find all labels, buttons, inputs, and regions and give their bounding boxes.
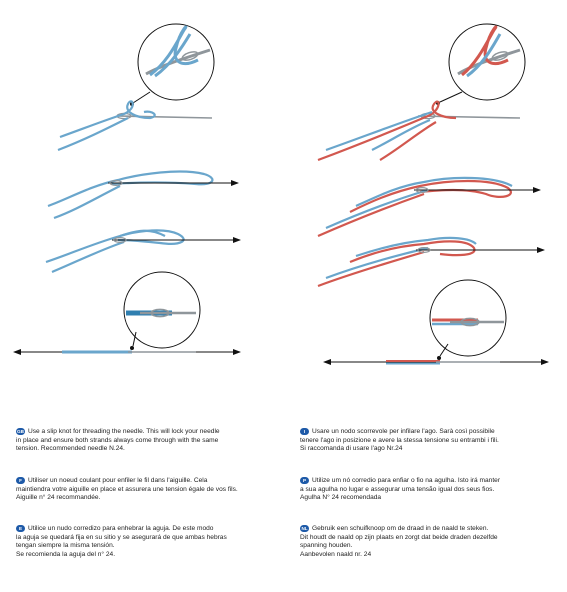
instruction-line: maintiendra votre aiguille en place et a…: [16, 485, 238, 493]
instruction-line: tenere l'ago in posizione e avere la ste…: [300, 436, 499, 444]
left-step-3: [45, 229, 241, 274]
threading-illustrations: [13, 23, 549, 365]
instruction-line: Gebruik een schuifknoop om de draad in d…: [312, 525, 489, 532]
instruction-line: la aguja se quedará fija en su sitio y s…: [16, 533, 227, 541]
right-step-3: [317, 236, 545, 288]
right-step-1-slip-knot: [317, 23, 526, 162]
instruction-line: Usare un nodo scorrevole per infilare l'…: [312, 428, 495, 435]
instruction-line: Dit houdt de naald op zijn plaats en zor…: [300, 533, 498, 541]
language-badge-i: I: [300, 428, 309, 435]
language-badge-gb: GB: [16, 428, 25, 435]
language-badge-e: E: [16, 525, 25, 532]
right-step-2: [317, 176, 541, 238]
instruction-line: Si raccomanda di usare l'ago Nr.24: [300, 445, 403, 453]
right-step-4-locked: [323, 279, 549, 365]
instruction-line: Aanbevolen naald nr. 24: [300, 550, 372, 558]
instruction-line: Aiguille n° 24 recommandée.: [16, 494, 101, 502]
instruction-line: Se recomienda la aguja del n° 24.: [16, 550, 116, 558]
instruction-line: tengan siempre la misma tensión.: [16, 542, 115, 550]
instruction-line: Use a slip knot for threading the needle…: [28, 428, 220, 435]
instruction-line: Utilice un nudo corredizo para enhebrar …: [28, 525, 214, 532]
instruction-line: spanning houden.: [300, 542, 353, 550]
instruction-line: tension. Recommended needle N.24.: [16, 445, 125, 453]
left-step-1-slip-knot: [57, 23, 215, 152]
instruction-line: in place and ensure both strands always …: [16, 436, 219, 444]
left-step-2: [47, 170, 239, 220]
language-badge-f: F: [16, 477, 25, 484]
instruction-line: a sua agulha no lugar e assegurar uma te…: [300, 485, 495, 493]
language-badge-p: P: [300, 477, 309, 484]
instruction-line: Utilize um nó corredio para enfiar o fio…: [312, 477, 501, 484]
left-step-4-locked: [13, 271, 241, 355]
instruction-line: Utiliser un noeud coulant pour enfiler l…: [28, 477, 208, 484]
language-badge-nl: NL: [300, 525, 309, 532]
instruction-line: Agulha N° 24 recomendada: [300, 494, 382, 502]
